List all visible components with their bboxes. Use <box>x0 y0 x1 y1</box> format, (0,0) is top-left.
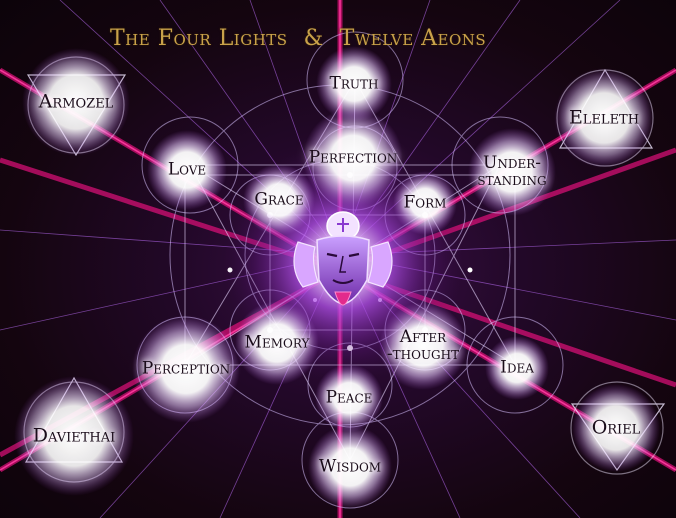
central-face <box>293 211 393 306</box>
light-orbs <box>14 48 660 496</box>
title-part-four-lights: The Four Lights <box>110 26 288 51</box>
light-label-eleleth: Eleleth <box>568 106 640 129</box>
light-label-daviethai: Daviethai <box>32 424 116 447</box>
aeon-label-form: Form <box>403 192 447 213</box>
aeon-label-memory: Memory <box>244 332 310 353</box>
aeon-label-afterthought: After -thought <box>387 329 459 363</box>
aeon-label-idea: Idea <box>500 357 534 378</box>
aeon-orbs <box>132 46 556 509</box>
light-label-armozel: Armozel <box>38 90 114 113</box>
aeon-label-perception: Perception <box>141 358 231 379</box>
understanding-line-1: Under- <box>483 153 541 173</box>
aeon-label-peace: Peace <box>325 387 373 408</box>
aeon-label-wisdom: Wisdom <box>318 456 382 477</box>
aeon-label-grace: Grace <box>254 189 304 210</box>
light-label-oriel: Oriel <box>591 416 641 439</box>
aeon-label-truth: Truth <box>329 73 379 94</box>
understanding-line-2: standing <box>477 170 547 190</box>
afterthought-line-1: After <box>399 327 447 347</box>
title-part-twelve-aeons: Twelve Aeons <box>339 26 487 51</box>
aeon-label-love: Love <box>167 159 207 180</box>
diagram-title: The Four Lights&Twelve Aeons <box>110 26 560 58</box>
aeon-label-perfection: Perfection <box>308 147 398 168</box>
aeon-label-understanding: Under- standing <box>477 155 546 189</box>
afterthought-line-2: -thought <box>386 344 460 364</box>
title-ampersand: & <box>303 26 324 51</box>
